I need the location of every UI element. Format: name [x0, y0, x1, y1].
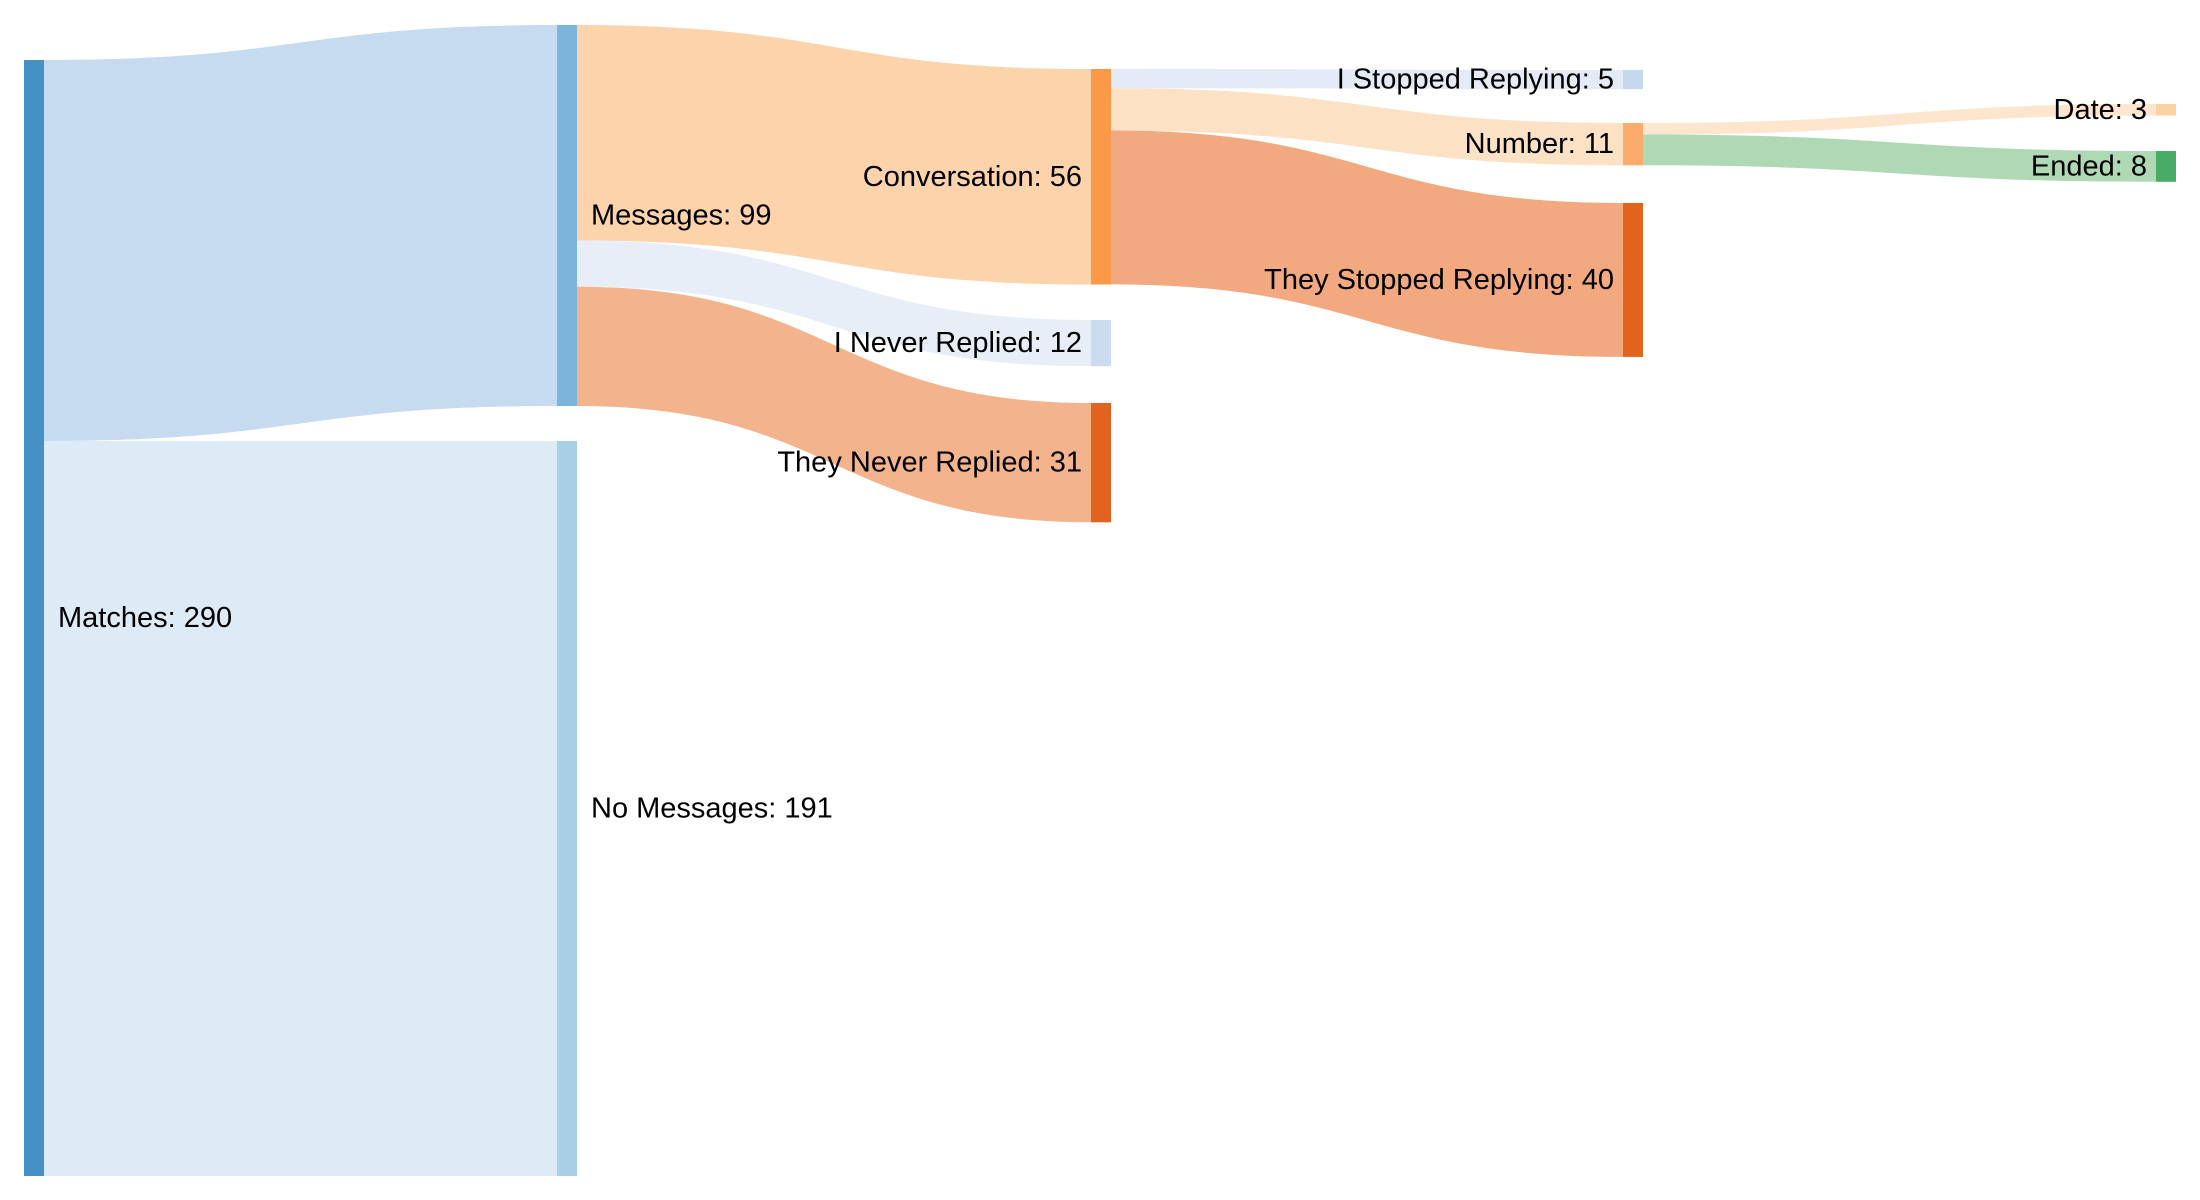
node-no_messages[interactable] — [557, 441, 577, 1176]
flow-conversation-to-they_stopped_replying[interactable] — [1111, 130, 1623, 357]
label-i_stopped_replying: I Stopped Replying: 5 — [1337, 64, 1614, 96]
flow-number-to-date[interactable] — [1643, 104, 2156, 135]
node-i_stopped_replying[interactable] — [1623, 70, 1643, 90]
flow-matches-to-messages[interactable] — [44, 25, 557, 441]
flow-number-to-ended[interactable] — [1643, 134, 2156, 182]
node-date[interactable] — [2156, 104, 2176, 116]
node-ended[interactable] — [2156, 151, 2176, 182]
node-they_never_replied[interactable] — [1091, 403, 1111, 523]
flow-matches-to-no_messages[interactable] — [44, 441, 557, 1177]
flow-messages-to-they_never_replied[interactable] — [577, 286, 1091, 523]
node-matches[interactable] — [24, 60, 44, 1176]
label-messages: Messages: 99 — [591, 200, 772, 232]
label-i_never_replied: I Never Replied: 12 — [834, 327, 1082, 359]
flow-conversation-to-number[interactable] — [1111, 88, 1623, 166]
label-they_stopped_replying: They Stopped Replying: 40 — [1264, 264, 1614, 296]
label-no_messages: No Messages: 191 — [591, 793, 833, 825]
label-ended: Ended: 8 — [2031, 150, 2147, 182]
node-number[interactable] — [1623, 123, 1643, 166]
flow-messages-to-conversation[interactable] — [577, 25, 1091, 285]
node-i_never_replied[interactable] — [1091, 320, 1111, 367]
label-number: Number: 11 — [1465, 128, 1614, 160]
node-they_stopped_replying[interactable] — [1623, 203, 1643, 357]
node-conversation[interactable] — [1091, 69, 1111, 285]
label-conversation: Conversation: 56 — [863, 161, 1082, 193]
label-date: Date: 3 — [2054, 94, 2148, 126]
label-matches: Matches: 290 — [58, 602, 232, 634]
label-they_never_replied: They Never Replied: 31 — [777, 447, 1082, 479]
node-messages[interactable] — [557, 25, 577, 406]
flow-conversation-to-i_stopped_replying[interactable] — [1111, 69, 1623, 90]
flow-messages-to-i_never_replied[interactable] — [577, 240, 1091, 367]
